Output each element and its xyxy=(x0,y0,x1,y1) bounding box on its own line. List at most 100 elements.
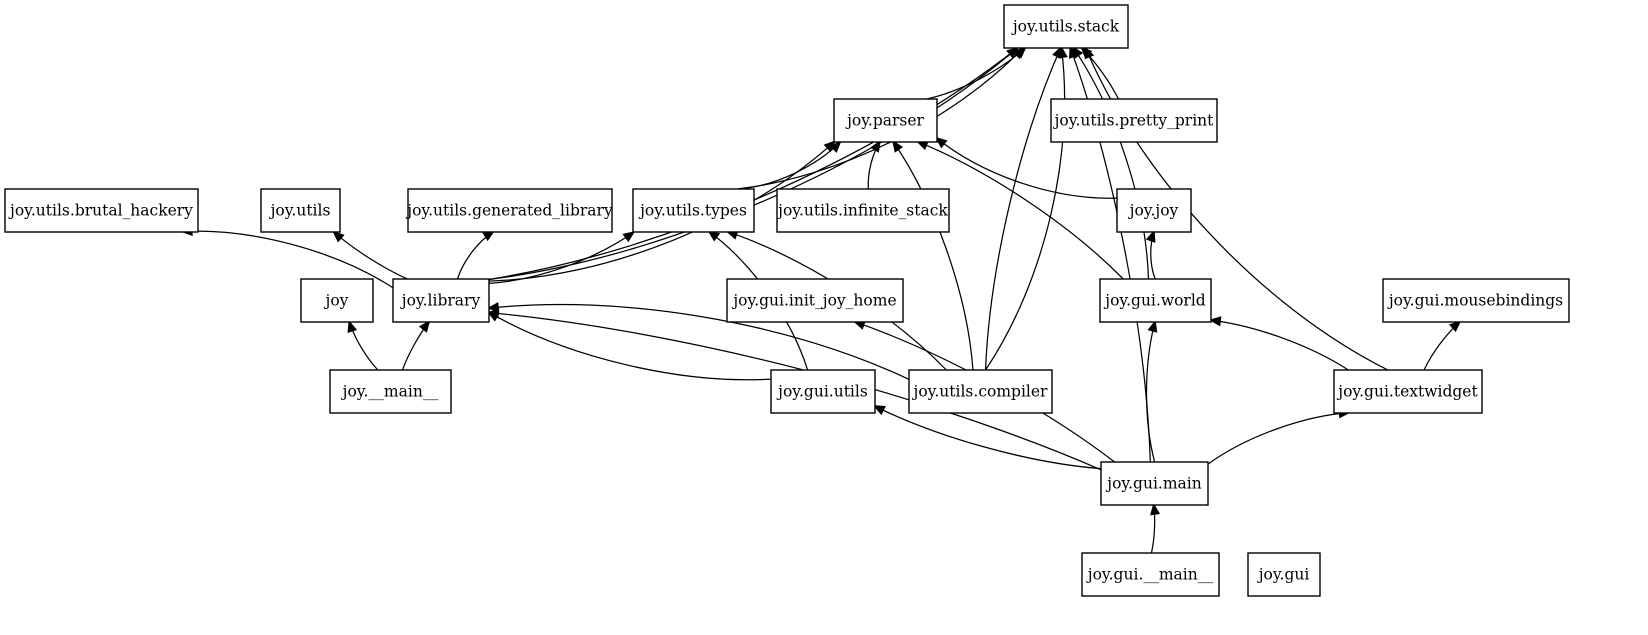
node-joy-utils-stack[interactable]: joy.utils.stack xyxy=(1003,4,1129,49)
node-box[interactable] xyxy=(1116,188,1192,233)
edge-joy-joy-to-joy-parser xyxy=(935,136,1118,199)
node-joy-utils-compiler[interactable]: joy.utils.compiler xyxy=(908,369,1053,414)
node-box[interactable] xyxy=(908,369,1053,414)
node-box[interactable] xyxy=(632,188,755,233)
edge-layer xyxy=(180,45,1462,554)
node-label: joy.gui xyxy=(1257,566,1310,584)
edge-joy-library-to-joy-utils-types xyxy=(488,230,635,285)
edge-joy-library-to-joy-utils-brutal-hackery xyxy=(181,230,394,289)
node-joy-utils-types[interactable]: joy.utils.types xyxy=(632,188,755,233)
edge-joy-gui-world-to-joy-parser xyxy=(916,140,1124,280)
arrowhead xyxy=(1084,46,1095,60)
node-label: joy.gui.__main__ xyxy=(1086,566,1214,584)
node-label: joy.parser xyxy=(845,112,924,130)
edge-joy-gui-main-to-joy-gui-textwidget xyxy=(1207,411,1351,465)
node-joy-utils-generated-library[interactable]: joy.utils.generated_library xyxy=(405,188,613,233)
arrowhead xyxy=(872,405,886,416)
arrowhead xyxy=(332,230,345,243)
node-label: joy.utils.stack xyxy=(1011,18,1120,36)
node-box[interactable] xyxy=(1382,278,1570,323)
edge-joy-utils-compiler-to-joy-library xyxy=(487,303,910,381)
node-box[interactable] xyxy=(1050,98,1218,143)
node-joy-library[interactable]: joy.library xyxy=(392,278,490,323)
node-joy-parser[interactable]: joy.parser xyxy=(833,98,938,143)
node-box[interactable] xyxy=(1100,461,1209,506)
edge-joy-gui-main-to-joy-gui-utils xyxy=(873,404,1102,470)
arrowhead xyxy=(1150,502,1161,516)
node-label: joy.utils.pretty_print xyxy=(1053,112,1215,130)
node-label: joy.gui.init_joy_home xyxy=(731,292,896,310)
node-joy-utils[interactable]: joy.utils xyxy=(260,188,341,233)
arrowhead xyxy=(1208,316,1222,327)
node-box[interactable] xyxy=(1099,278,1212,323)
node-box[interactable] xyxy=(4,188,199,233)
node-box[interactable] xyxy=(726,278,904,323)
edge-joy-gui-world-to-joy-utils-stack xyxy=(1072,46,1150,280)
node-joy-gui-mousebindings[interactable]: joy.gui.mousebindings xyxy=(1382,278,1570,323)
arrowhead xyxy=(347,319,358,334)
node-box[interactable] xyxy=(770,369,876,414)
node-box[interactable] xyxy=(392,278,490,323)
node-joy-utils-infinite-stack[interactable]: joy.utils.infinite_stack xyxy=(776,188,950,233)
node-joy-gui-textwidget[interactable]: joy.gui.textwidget xyxy=(1333,369,1483,414)
arrowhead xyxy=(934,136,948,149)
node-joy-gui-main-[interactable]: joy.gui.__main__ xyxy=(1081,552,1220,597)
node-box[interactable] xyxy=(1003,4,1129,49)
node-joy-utils-pretty-print[interactable]: joy.utils.pretty_print xyxy=(1050,98,1218,143)
edge-joy-utils-types-to-joy-parser xyxy=(739,140,842,190)
edge-joy-library-to-joy-utils-stack xyxy=(488,46,1019,281)
node-box[interactable] xyxy=(260,188,341,233)
node-label: joy.gui.world xyxy=(1103,292,1206,310)
node-label: joy.gui.utils xyxy=(776,383,868,401)
node-joy-gui-init-joy-home[interactable]: joy.gui.init_joy_home xyxy=(726,278,904,323)
node-joy-gui-main[interactable]: joy.gui.main xyxy=(1100,461,1209,506)
edge-joy-library-to-joy-utils-stack xyxy=(488,46,1019,281)
node-joy-main-[interactable]: joy.__main__ xyxy=(329,369,452,414)
arrowhead xyxy=(622,231,636,243)
arrowhead xyxy=(418,320,431,333)
node-box[interactable] xyxy=(833,98,938,143)
node-label: joy.gui.mousebindings xyxy=(1387,292,1563,310)
node-box[interactable] xyxy=(407,188,613,233)
node-joy-gui-utils[interactable]: joy.gui.utils xyxy=(770,369,876,414)
node-box[interactable] xyxy=(776,188,950,233)
node-joy-gui-world[interactable]: joy.gui.world xyxy=(1099,278,1212,323)
node-label: joy.joy xyxy=(1128,202,1179,220)
node-joy-utils-brutal-hackery[interactable]: joy.utils.brutal_hackery xyxy=(4,188,199,233)
node-joy-joy[interactable]: joy.joy xyxy=(1116,188,1192,233)
node-label: joy.gui.textwidget xyxy=(1336,383,1478,401)
arrowhead xyxy=(1449,320,1462,333)
node-label: joy.gui.main xyxy=(1105,475,1201,493)
node-box[interactable] xyxy=(1333,369,1483,414)
node-layer: joy.utils.stack joy.parser joy.utils.prett… xyxy=(4,4,1570,597)
arrowhead xyxy=(870,139,881,153)
edge-joy-utils-compiler-to-joy-utils-stack xyxy=(985,46,1066,371)
arrowhead xyxy=(486,302,500,313)
arrowhead xyxy=(1057,45,1068,59)
node-label: joy.utils xyxy=(269,202,331,220)
node-label: joy.utils.brutal_hackery xyxy=(8,202,193,220)
node-label: joy.__main__ xyxy=(341,383,439,401)
arrowhead xyxy=(1068,45,1079,59)
edge-joy-gui-main-to-joy-library xyxy=(487,311,1102,471)
node-label: joy.utils.types xyxy=(638,202,747,220)
node-box[interactable] xyxy=(300,278,374,323)
arrowhead xyxy=(892,139,904,153)
edge-joy-utils-compiler-to-joy-utils-stack xyxy=(984,46,1062,371)
arrowhead xyxy=(486,308,500,319)
node-label: joy xyxy=(324,292,349,310)
arrowhead xyxy=(1012,46,1025,59)
node-joy[interactable]: joy xyxy=(300,278,374,323)
edge-joy-gui-main-to-joy-gui-world xyxy=(1145,320,1156,463)
arrowhead xyxy=(1147,319,1158,333)
node-box[interactable] xyxy=(1247,552,1321,597)
node-joy-gui[interactable]: joy.gui xyxy=(1247,552,1321,597)
node-box[interactable] xyxy=(329,369,452,414)
node-label: joy.utils.generated_library xyxy=(405,202,613,220)
node-label: joy.utils.compiler xyxy=(912,383,1048,401)
edge-joy-utils-compiler-to-joy-parser xyxy=(892,140,974,371)
node-box[interactable] xyxy=(1081,552,1220,597)
node-label: joy.utils.infinite_stack xyxy=(776,202,948,220)
